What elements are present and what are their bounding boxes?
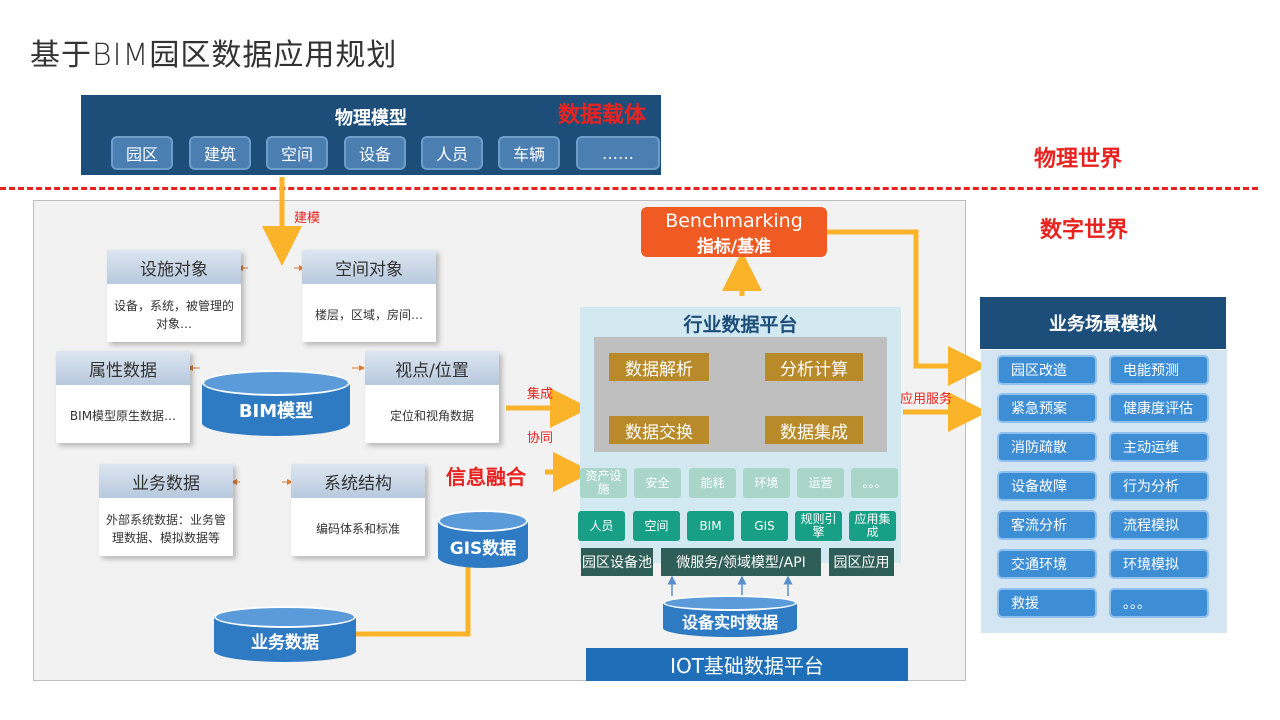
physical-item-park[interactable]: 园区 — [111, 136, 173, 170]
step-analysis-compute[interactable]: 分析计算 — [765, 353, 863, 381]
card-body: 设备，系统，被管理的对象… — [113, 299, 234, 331]
card-body: 定位和视角数据 — [389, 409, 474, 423]
tag-asset-facility[interactable]: 资产设施 — [580, 468, 627, 498]
iot-platform: IOT基础数据平台 — [586, 648, 908, 681]
bim-model-cylinder: BIM模型 — [202, 370, 350, 436]
step-data-integrate[interactable]: 数据集成 — [765, 416, 863, 444]
card-link-arrows — [187, 265, 365, 485]
physical-item-vehicle[interactable]: 车辆 — [498, 136, 560, 170]
digital-world-label: 数字世界 — [1040, 218, 1129, 243]
physical-item-space[interactable]: 空间 — [266, 136, 328, 170]
biz-item-traffic[interactable]: 交通环境 — [997, 549, 1097, 579]
microservice-api[interactable]: 微服务/领域模型/API — [661, 548, 821, 576]
biz-item-fire-evacuation[interactable]: 消防疏散 — [997, 432, 1097, 462]
card-body: 外部系统数据：业务管理数据、模拟数据等 — [105, 513, 226, 545]
card-attribute-data: 属性数据 BIM模型原生数据… — [56, 351, 190, 443]
biz-item-env-simulation[interactable]: 环境模拟 — [1109, 549, 1209, 579]
card-business-data: 业务数据 外部系统数据：业务管理数据、模拟数据等 — [99, 464, 233, 556]
page-title: 基于BIM园区数据应用规划 — [30, 38, 398, 73]
card-body: 楼层，区域，房间… — [314, 308, 423, 322]
benchmark-to-biz-arrow — [827, 229, 988, 386]
tag-operation[interactable]: 运营 — [797, 468, 844, 498]
tag-rule-engine[interactable]: 规则引擎 — [795, 511, 842, 541]
biz-item-emergency-plan[interactable]: 紧急预案 — [997, 393, 1097, 423]
card-space-object: 空间对象 楼层，区域，房间… — [302, 250, 436, 342]
biz-item-flow-analysis[interactable]: 客流分析 — [997, 510, 1097, 540]
tag-environment[interactable]: 环境 — [743, 468, 790, 498]
realtime-data-cylinder: 设备实时数据 — [663, 595, 797, 637]
biz-item-behavior-analysis[interactable]: 行为分析 — [1109, 471, 1209, 501]
card-facility-object: 设施对象 设备，系统，被管理的对象… — [107, 250, 241, 342]
benchmark-title: Benchmarking — [665, 210, 803, 232]
biz-item-more[interactable]: 。。。 — [1109, 588, 1209, 618]
biz-item-rescue[interactable]: 救援 — [997, 588, 1097, 618]
physical-item-equipment[interactable]: 设备 — [344, 136, 406, 170]
card-title: 业务数据 — [99, 464, 233, 498]
data-carrier-label: 数据载体 — [558, 103, 647, 128]
park-device-pool[interactable]: 园区设备池 — [581, 548, 653, 576]
card-body: BIM模型原生数据… — [69, 409, 177, 423]
card-title: 视点/位置 — [365, 351, 499, 385]
physical-item-people[interactable]: 人员 — [421, 136, 483, 170]
tag-safety[interactable]: 安全 — [634, 468, 681, 498]
app-service-label: 应用服务 — [900, 392, 953, 407]
park-application[interactable]: 园区应用 — [829, 548, 894, 576]
physical-item-more[interactable]: …… — [576, 136, 660, 170]
tag-app-integration[interactable]: 应用集成 — [849, 511, 896, 541]
tag-more[interactable]: 。。。 — [851, 468, 898, 498]
tag-energy[interactable]: 能耗 — [689, 468, 736, 498]
card-system-structure: 系统结构 编码体系和标准 — [291, 464, 425, 556]
physical-item-building[interactable]: 建筑 — [189, 136, 251, 170]
biz-item-park-renovation[interactable]: 园区改造 — [997, 355, 1097, 385]
integrate-label: 集成 — [527, 387, 554, 402]
card-title: 设施对象 — [107, 250, 241, 284]
biz-item-power-forecast[interactable]: 电能预测 — [1109, 355, 1209, 385]
gis-data-cylinder: GIS数据 — [438, 510, 528, 568]
card-viewpoint: 视点/位置 定位和视角数据 — [365, 351, 499, 443]
step-data-parse[interactable]: 数据解析 — [609, 353, 709, 381]
tag-bim[interactable]: BIM — [687, 511, 734, 541]
modeling-label: 建模 — [294, 211, 321, 226]
tag-space[interactable]: 空间 — [633, 511, 680, 541]
card-title: 属性数据 — [56, 351, 190, 385]
card-title: 系统结构 — [291, 464, 425, 498]
tag-gis[interactable]: GIS — [741, 511, 788, 541]
business-data-cylinder: 业务数据 — [214, 606, 356, 662]
world-divider — [0, 187, 1258, 190]
platform-title: 行业数据平台 — [683, 314, 798, 336]
card-title: 空间对象 — [302, 250, 436, 284]
biz-item-health-assessment[interactable]: 健康度评估 — [1109, 393, 1209, 423]
card-body: 编码体系和标准 — [315, 522, 400, 536]
biz-item-active-om[interactable]: 主动运维 — [1109, 432, 1209, 462]
realtime-up-arrows — [667, 575, 793, 596]
biz-item-process-simulation[interactable]: 流程模拟 — [1109, 510, 1209, 540]
physical-model-title: 物理模型 — [335, 108, 407, 129]
physical-world-label: 物理世界 — [1034, 147, 1123, 172]
info-fusion-label: 信息融合 — [446, 465, 526, 489]
step-data-exchange[interactable]: 数据交换 — [609, 416, 709, 444]
benchmarking-box[interactable]: Benchmarking 指标/基准 — [641, 207, 827, 257]
biz-item-equipment-fault[interactable]: 设备故障 — [997, 471, 1097, 501]
collaborate-label: 协同 — [527, 431, 554, 446]
gis-link-line — [356, 567, 471, 637]
biz-scenario-title: 业务场景模拟 — [980, 297, 1226, 349]
benchmark-subtitle: 指标/基准 — [696, 237, 772, 257]
tag-people[interactable]: 人员 — [578, 511, 625, 541]
